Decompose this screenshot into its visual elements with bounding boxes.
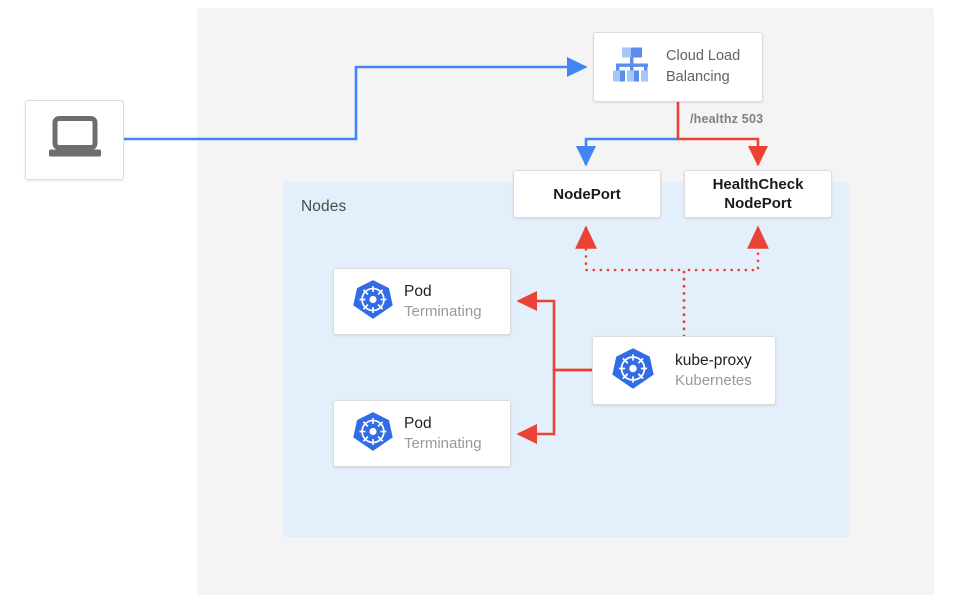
pod-2-title: Pod bbox=[404, 414, 432, 432]
clb-title-line-2: Balancing bbox=[666, 69, 730, 85]
pod-1-title: Pod bbox=[404, 282, 432, 300]
clb-title-line-1: Cloud Load bbox=[666, 48, 741, 64]
pod-card-1-text: Pod Terminating bbox=[404, 282, 482, 322]
kube-proxy-text: kube-proxy Kubernetes bbox=[675, 351, 752, 391]
pod-2-status: Terminating bbox=[404, 434, 482, 452]
laptop-icon bbox=[46, 116, 104, 165]
nodeport-label: NodePort bbox=[553, 185, 621, 203]
healthcheck-nodeport-label: HealthCheck NodePort bbox=[685, 171, 831, 217]
client-device-card bbox=[25, 100, 124, 180]
kubernetes-icon bbox=[352, 410, 394, 457]
healthcheck-nodeport-card: HealthCheck NodePort bbox=[684, 170, 832, 218]
kubernetes-icon bbox=[611, 346, 655, 395]
pod-card-2-text: Pod Terminating bbox=[404, 414, 482, 454]
hcnp-line-2: NodePort bbox=[724, 195, 792, 212]
cloud-load-balancing-label: Cloud Load Balancing bbox=[666, 46, 761, 88]
healthz-503-label: /healthz 503 bbox=[690, 112, 764, 126]
kube-proxy-title: kube-proxy bbox=[675, 351, 752, 369]
pod-card-1: Pod Terminating bbox=[333, 268, 511, 335]
pod-1-status: Terminating bbox=[404, 302, 482, 320]
hcnp-line-1: HealthCheck bbox=[712, 176, 804, 193]
kube-proxy-subtitle: Kubernetes bbox=[675, 371, 752, 389]
cloud-load-balancing-icon bbox=[607, 42, 653, 93]
pod-card-2: Pod Terminating bbox=[333, 400, 511, 467]
cloud-load-balancing-card: Cloud Load Balancing bbox=[593, 32, 763, 102]
nodes-region-label: Nodes bbox=[301, 198, 347, 215]
kube-proxy-card: kube-proxy Kubernetes bbox=[592, 336, 776, 405]
nodeport-card: NodePort bbox=[513, 170, 661, 218]
kubernetes-icon bbox=[352, 278, 394, 325]
